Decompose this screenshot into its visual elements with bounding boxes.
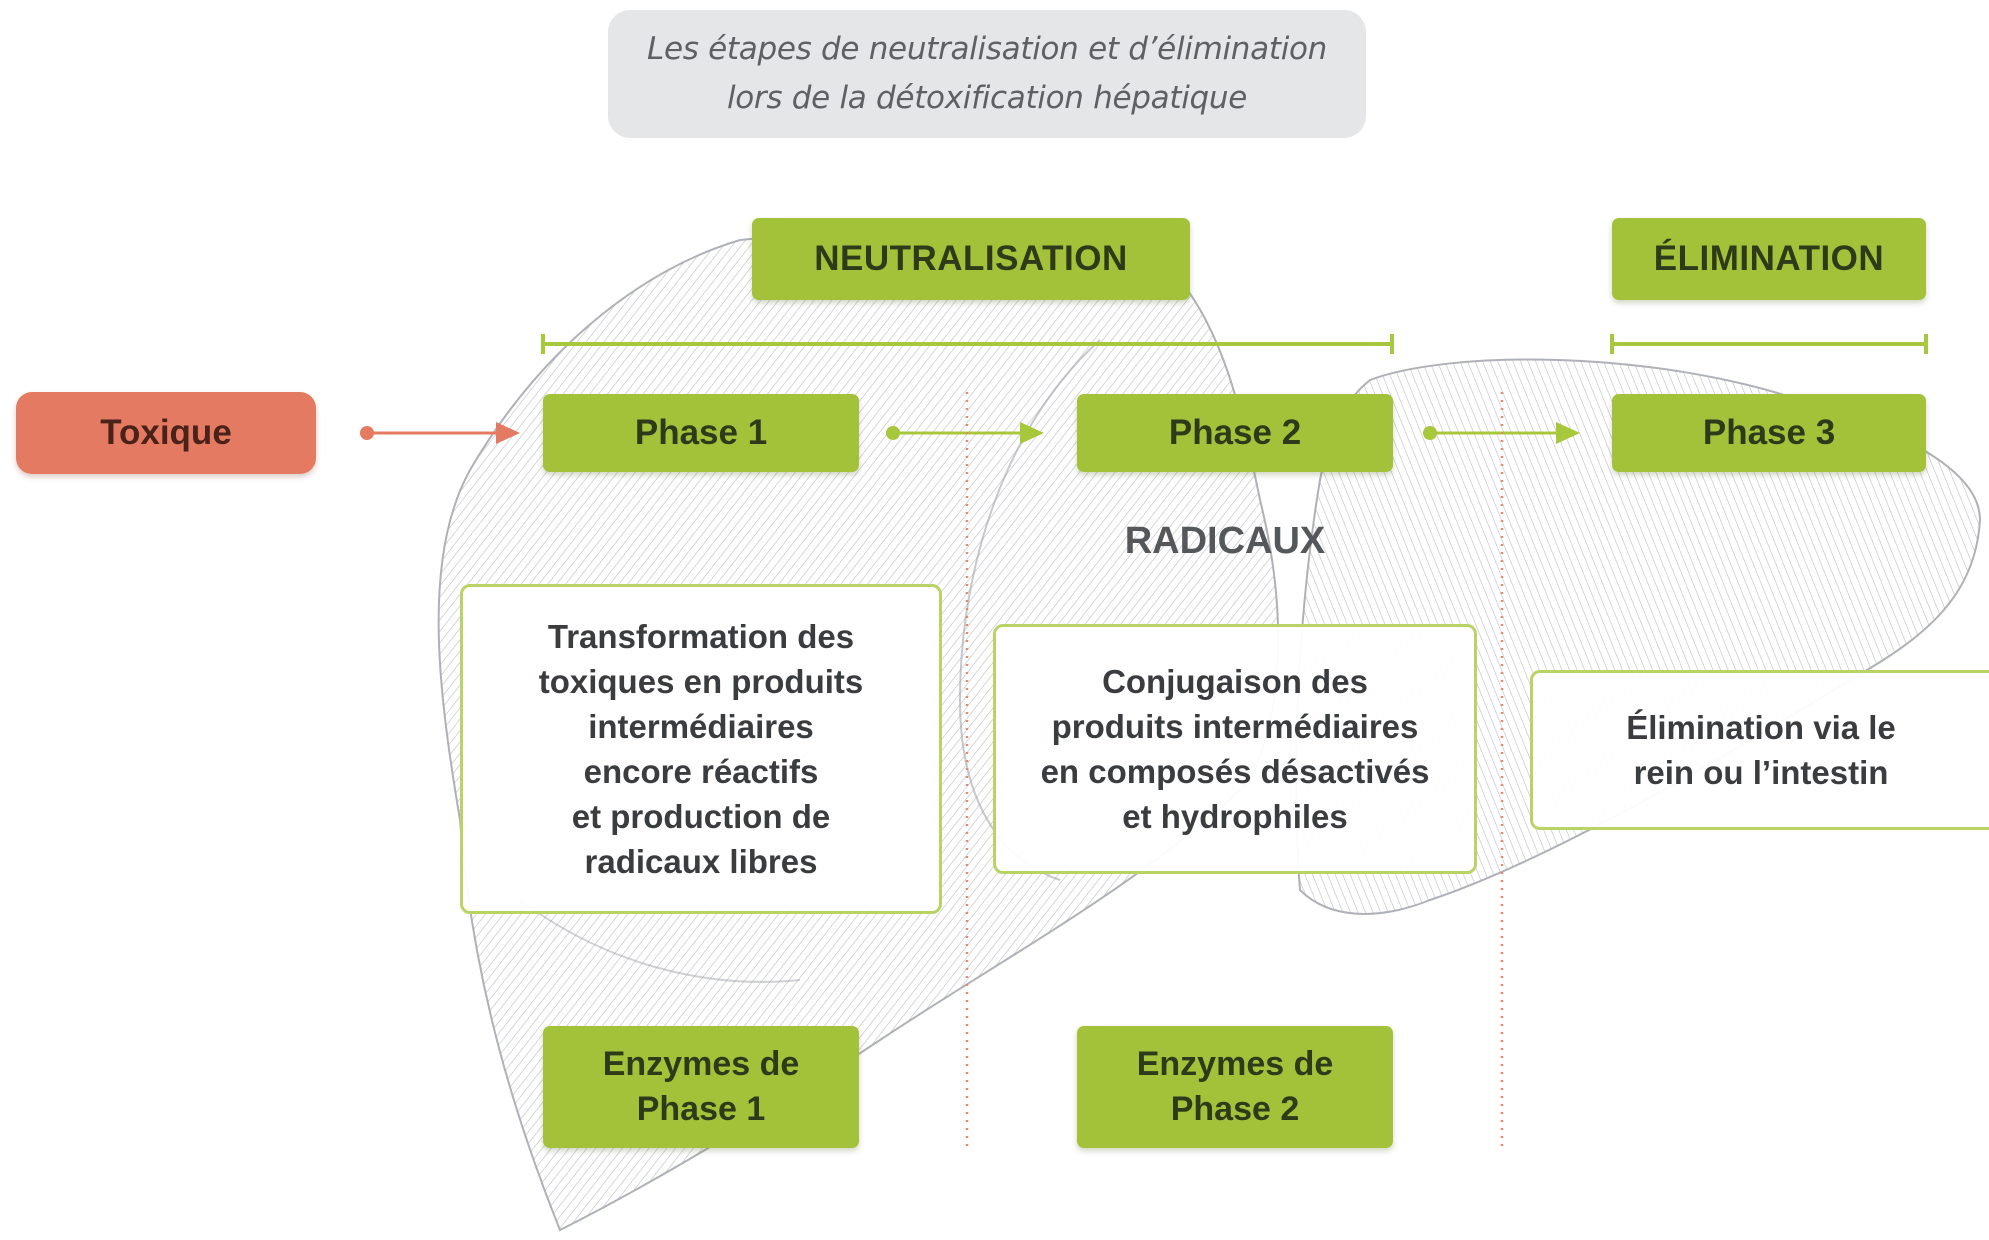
phase-1-description-line: Transformation des [547, 618, 855, 655]
enzymes-phase-2-box: Enzymes de Phase 2 [1077, 1026, 1393, 1148]
enzymes-phase-2-line: Enzymes de [1136, 1045, 1334, 1083]
phase-1-description-line: encore réactifs [583, 753, 819, 790]
phase-2-box: Phase 2 [1077, 394, 1393, 472]
elimination-header: ÉLIMINATION [1612, 218, 1926, 300]
phase-1-description-line: intermédiaires [588, 708, 814, 745]
enzymes-phase-2-line: Phase 2 [1170, 1090, 1300, 1128]
phase-3-description-line: Élimination via le [1626, 709, 1896, 746]
phase-2-description: Conjugaison des produits intermédiaires … [993, 624, 1477, 874]
phase-2-description-line: produits intermédiaires [1051, 708, 1419, 745]
neutralisation-header: NEUTRALISATION [752, 218, 1190, 300]
phase-3-description-line: rein ou l’intestin [1633, 754, 1889, 791]
phase-3-description: Élimination via le rein ou l’intestin [1530, 670, 1989, 830]
toxique-label: Toxique [100, 413, 232, 452]
phase-1-description-line: toxiques en produits [538, 663, 864, 700]
arrow-phase1-to-phase2 [886, 422, 1044, 444]
neutralisation-bracket [541, 334, 1394, 354]
title-line-2: lors de la détoxification hépatique [726, 80, 1248, 116]
phase-3-box: Phase 3 [1612, 394, 1926, 472]
neutralisation-label: NEUTRALISATION [814, 239, 1128, 278]
phase-2-description-line: Conjugaison des [1102, 663, 1368, 700]
radicaux-label: RADICAUX [1124, 520, 1326, 562]
arrow-phase2-to-phase3 [1423, 422, 1580, 444]
phase-1-box: Phase 1 [543, 394, 859, 472]
phase-1-description-line: radicaux libres [584, 843, 818, 880]
enzymes-phase-1-box: Enzymes de Phase 1 [543, 1026, 859, 1148]
diagram-title: Les étapes de neutralisation et d’élimin… [608, 10, 1366, 138]
arrow-toxique-to-phase1 [360, 422, 520, 444]
elimination-bracket [1610, 334, 1928, 354]
enzymes-phase-1-line: Phase 1 [636, 1090, 766, 1128]
toxique-box: Toxique [16, 392, 316, 474]
phase-2-description-line: en composés désactivés [1040, 753, 1430, 790]
title-line-1: Les étapes de neutralisation et d’élimin… [646, 31, 1328, 67]
phase-1-description: Transformation des toxiques en produits … [460, 584, 942, 914]
phase-3-label: Phase 3 [1702, 413, 1836, 452]
phase-2-description-line: et hydrophiles [1122, 798, 1348, 835]
enzymes-phase-1-line: Enzymes de [602, 1045, 800, 1083]
phase-2-label: Phase 2 [1168, 413, 1302, 452]
elimination-label: ÉLIMINATION [1653, 239, 1885, 278]
phase-1-description-line: et production de [571, 798, 831, 835]
phase-1-label: Phase 1 [634, 413, 768, 452]
